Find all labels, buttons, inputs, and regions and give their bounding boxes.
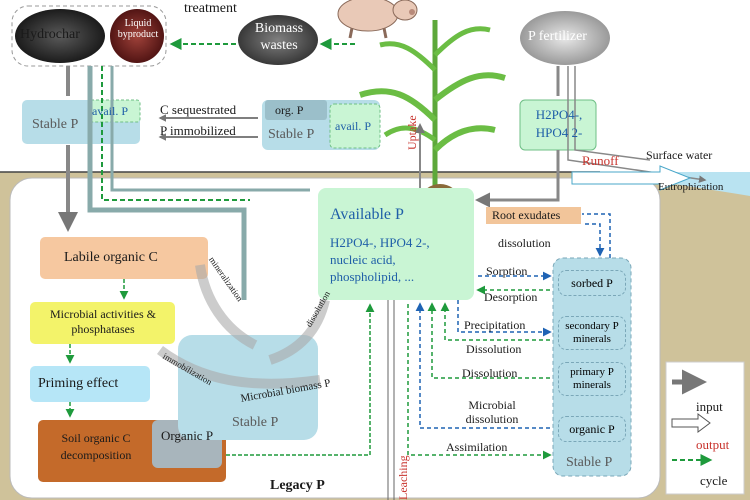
liquid-byproduct-image [110,9,164,63]
runoff-label: Runoff [582,153,619,168]
legend-output: output [696,437,730,452]
surface-water-label: Surface water [646,148,713,162]
pig-icon [337,0,418,39]
liquid-byproduct-label: Liquid byproduct [117,18,159,40]
root-dissolution-label: dissolution [498,236,551,250]
stable-p-mid-label: Stable P [268,127,315,142]
leaching-label: Leaching [396,455,410,500]
sorption-label: Sorption [486,264,528,278]
avail-p-mid-label: avail. P [335,119,371,133]
c-sequestrated-label: C sequestrated [160,102,237,117]
available-p-title: Available P [330,206,404,223]
biomass-image [238,15,318,65]
microbial-activities-box [30,302,175,344]
microbial-dissolution-label: Microbial dissolution [465,398,519,426]
dissolution-2-label: Dissolution [462,366,518,380]
priming-effect-box [30,366,150,402]
priming-effect-label: Priming effect [38,376,119,391]
dissolution-1-label: Dissolution [466,342,522,356]
legend-input: input [696,399,723,414]
secondary-minerals-box: secondary P minerals [558,316,626,350]
assimilation-label: Assimilation [446,440,508,454]
primary-minerals-box: primary P minerals [558,362,626,396]
organic-p-label: Organic P [160,428,214,443]
desorption-label: Desorption [484,290,538,304]
biomass-wastes-label: Biomass wastes [254,21,304,53]
stable-p-right-label: Stable P [566,455,613,470]
stable-p-right-box [552,257,632,477]
fert-species-label: H2PO4-, HPO4 2- [535,107,583,140]
stable-p-center-label: Stable P [232,415,279,430]
p-fertilizer-label: P fertilizer [528,29,587,44]
organic-p-right-box: organic P [558,416,626,442]
precipitation-label: Precipitation [464,318,526,332]
microbial-activities-label: Microbial activities & phosphatases [50,307,156,336]
soil-oc-decomp-label: Soil organic C decomposition [60,431,132,462]
avail-p-left-label: avail. P [92,104,128,118]
uptake-label: Uptake [405,115,419,150]
labile-c-box [40,237,208,279]
runoff-arrow [571,165,692,191]
hydrochar-image [15,9,105,63]
available-p-box [318,188,474,300]
p-immobilized-label: P immobilized [160,123,236,138]
org-p-label: org. P [275,103,304,117]
available-p-species: H2PO4-, HPO4 2-, nucleic acid, phospholi… [330,235,430,284]
treatment-label: treatment [184,1,237,16]
labile-c-label: Labile organic C [64,250,158,265]
legend-cycle: cycle [700,473,728,488]
hydrochar-label: Hydrochar [20,27,80,42]
root-exudates-box [486,207,581,224]
fertilizer-image [520,11,610,65]
root-exudates-label: Root exudates [492,208,561,222]
legacy-p-label: Legacy P [270,478,325,493]
eutrophication-label: Eutrophication [658,181,724,193]
sorbed-p-box: sorbed P [558,270,626,296]
stable-p-left-label: Stable P [32,117,79,132]
